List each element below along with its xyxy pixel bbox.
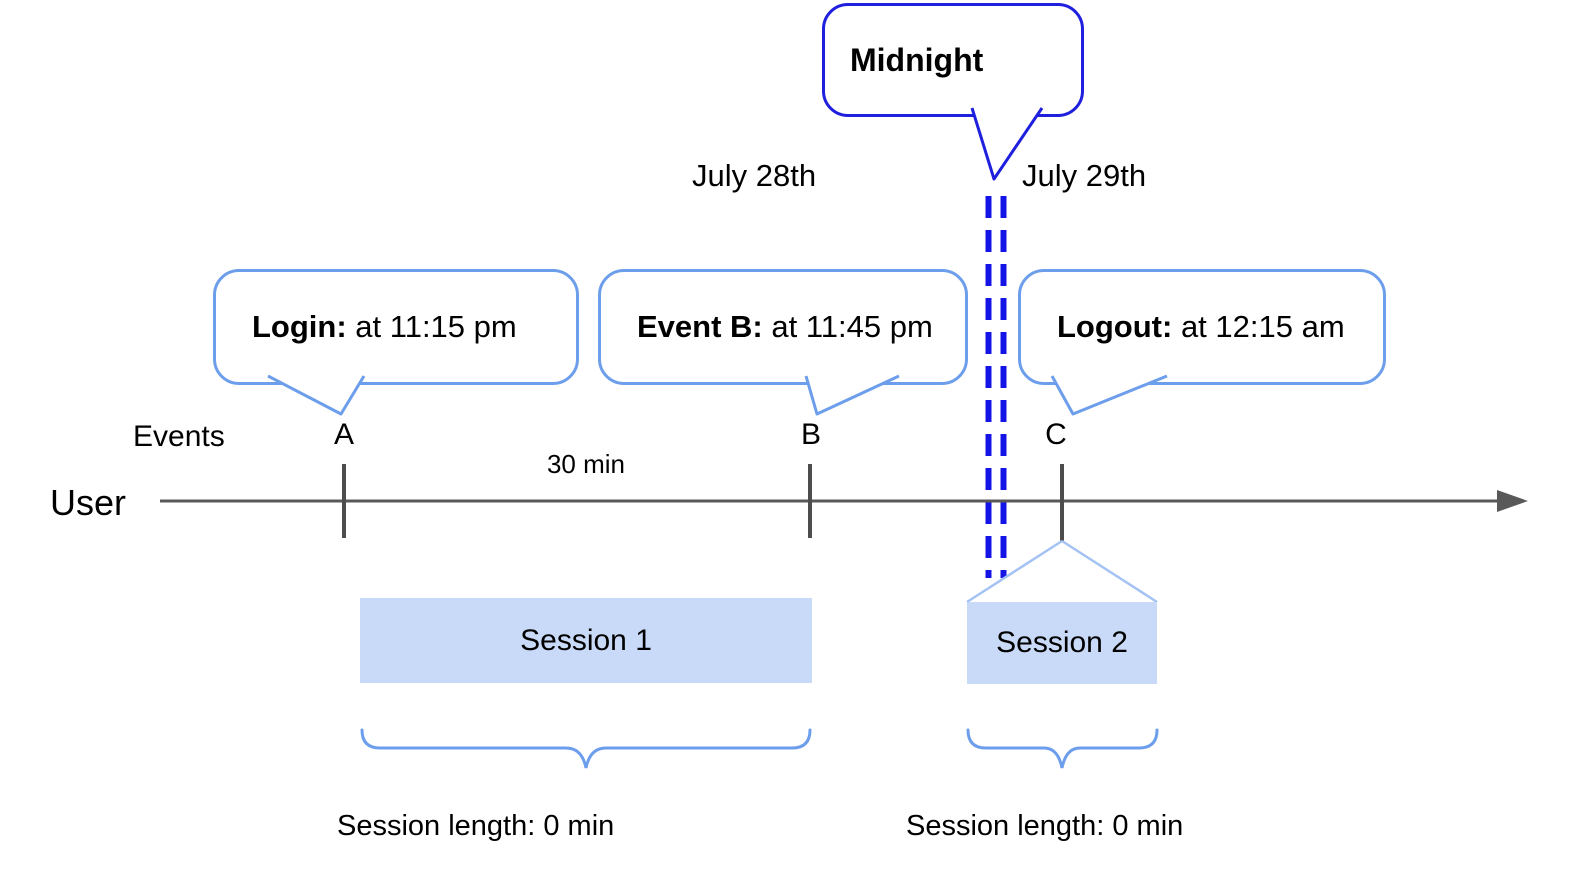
session-2-label: Session 2 <box>996 626 1128 659</box>
event-b-bubble: Event B: at 11:45 pm <box>598 269 968 385</box>
event-marker-c: C <box>1045 418 1067 451</box>
session-1-label: Session 1 <box>520 623 652 657</box>
session-2-length-label: Session length: 0 min <box>906 810 1184 842</box>
event-marker-b: B <box>800 418 821 451</box>
login-label: Login: at 11:15 pm <box>252 309 517 344</box>
event-b-label: Event B: at 11:45 pm <box>637 309 933 344</box>
date-label-july-29: July 29th <box>1022 158 1147 193</box>
session-1-length-label: Session length: 0 min <box>337 810 615 842</box>
session-2-brace <box>966 728 1159 769</box>
session-2-box: Session 2 <box>967 602 1157 684</box>
event-marker-a: A <box>333 418 354 451</box>
session-projection-triangle <box>966 539 1158 604</box>
date-label-july-28: July 28th <box>692 158 817 193</box>
session-1-brace <box>360 728 812 769</box>
logout-label: Logout: at 12:15 am <box>1057 309 1345 344</box>
midnight-bubble: Midnight <box>822 3 1084 117</box>
midnight-dashed-line <box>985 196 1007 578</box>
events-axis-label: Events <box>133 420 225 453</box>
user-axis-label: User <box>50 482 127 523</box>
interval-label-30min: 30 min <box>546 449 626 479</box>
login-bubble: Login: at 11:15 pm <box>213 269 579 385</box>
timeline-arrowhead <box>1497 490 1528 512</box>
logout-bubble: Logout: at 12:15 am <box>1018 269 1386 385</box>
session-1-box: Session 1 <box>360 598 812 683</box>
midnight-label: Midnight <box>850 41 984 78</box>
